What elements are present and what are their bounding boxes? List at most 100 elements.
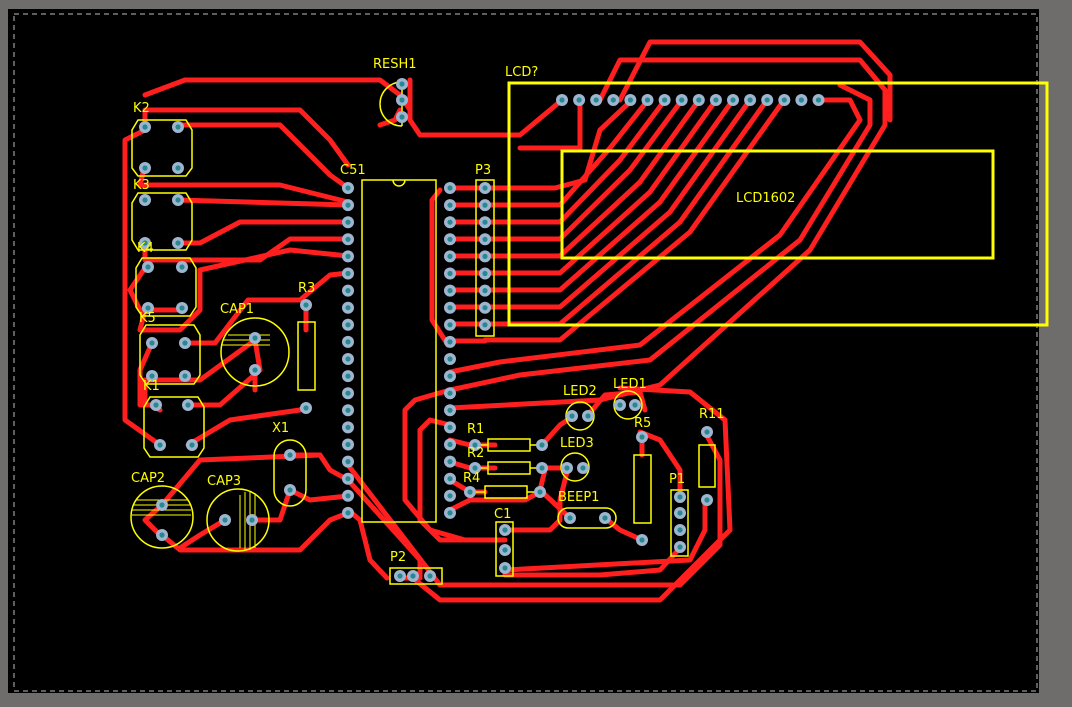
pad-hole [182, 340, 188, 346]
pad-hole [447, 407, 453, 413]
pad-hole [576, 97, 582, 103]
pad-hole [287, 452, 293, 458]
pad-hole [182, 373, 188, 379]
pad-hole [482, 253, 488, 259]
pad-hole [502, 565, 508, 571]
pad-hole [345, 459, 351, 465]
pad-hole [447, 424, 453, 430]
pad-hole [482, 270, 488, 277]
pad-hole [447, 373, 453, 379]
pad-hole [345, 373, 351, 379]
pad-hole [447, 288, 453, 294]
pad-hole [185, 402, 191, 408]
label-c1: C1 [494, 507, 511, 522]
pad-hole [537, 489, 543, 495]
pad-hole [564, 465, 570, 471]
pad-hole [447, 202, 453, 208]
pad-hole [427, 573, 433, 579]
label-x1: X1 [272, 421, 289, 436]
label-p2: P2 [390, 550, 406, 565]
pad-hole [539, 442, 545, 448]
c51-body [361, 179, 437, 523]
label-r4: R4 [463, 471, 480, 486]
pad-hole [781, 97, 787, 103]
pad-hole [345, 322, 351, 328]
pad-hole [713, 97, 719, 103]
label-cap2: CAP2 [131, 471, 165, 486]
pad-hole [798, 97, 805, 103]
label-r3: R3 [298, 281, 315, 296]
pad-hole [157, 442, 163, 448]
pad-hole [410, 573, 416, 579]
label-k3: K3 [133, 178, 150, 193]
pad-hole [303, 405, 309, 411]
pad-hole [447, 510, 453, 516]
pad-hole [632, 402, 638, 408]
pad-hole [447, 185, 453, 191]
pad-hole [142, 165, 148, 171]
pad-hole [482, 202, 488, 208]
pad-hole [704, 497, 710, 503]
label-r5: R5 [634, 416, 651, 431]
pad-hole [764, 97, 770, 103]
pad-hole [677, 544, 683, 550]
pad-hole [175, 165, 181, 171]
pad-hole [249, 517, 255, 523]
pad-hole [567, 515, 573, 521]
pad-hole [345, 407, 351, 413]
label-p1: P1 [669, 472, 685, 487]
pad-hole [482, 305, 488, 311]
lcd-outline [507, 81, 1049, 327]
pad-hole [345, 185, 351, 191]
pad-hole [677, 527, 683, 533]
label-k5: K5 [139, 311, 156, 326]
pad-hole [482, 236, 488, 242]
label-cap1: CAP1 [220, 302, 254, 317]
pad-hole [447, 236, 453, 242]
pad-hole [345, 288, 351, 294]
pad-hole [145, 305, 151, 311]
pad-hole [585, 413, 591, 419]
pad-hole [345, 270, 351, 277]
pad-hole [222, 517, 228, 523]
pad-hole [345, 390, 351, 396]
pad-hole [639, 537, 645, 543]
label-k4: K4 [137, 241, 154, 256]
label-led1: LED1 [613, 377, 647, 392]
pad-hole [704, 429, 710, 435]
pad-hole [175, 124, 181, 130]
label-r2: R2 [467, 446, 484, 461]
pad-hole [399, 114, 405, 120]
pad-hole [696, 97, 702, 103]
pad-hole [142, 197, 148, 203]
pad-hole [815, 97, 822, 103]
label-k1: K1 [143, 379, 160, 394]
pad-hole [539, 465, 545, 471]
pad-hole [447, 219, 453, 225]
pad-hole [447, 459, 453, 465]
pad-hole [149, 340, 155, 346]
pad-hole [447, 322, 453, 328]
pad-hole [149, 373, 155, 379]
label-led2: LED2 [563, 384, 597, 399]
label-cap3: CAP3 [207, 474, 241, 489]
pad-hole [145, 264, 151, 270]
label-k2: K2 [133, 101, 150, 116]
pad-hole [447, 339, 453, 345]
pad-hole [189, 442, 195, 448]
pad-hole [447, 441, 453, 448]
pad-hole [179, 264, 185, 270]
pad-hole [399, 81, 405, 87]
pad-hole [627, 97, 634, 103]
pad-hole [345, 493, 351, 499]
label-lcd-ref: LCD? [505, 65, 538, 80]
pad-hole [482, 288, 488, 294]
pad-hole [502, 547, 508, 553]
pad-hole [482, 219, 488, 225]
pad-hole [502, 527, 508, 533]
label-r11: R11 [699, 407, 725, 422]
pad-hole [747, 97, 753, 103]
pad-hole [447, 253, 453, 259]
label-led3: LED3 [560, 436, 594, 451]
